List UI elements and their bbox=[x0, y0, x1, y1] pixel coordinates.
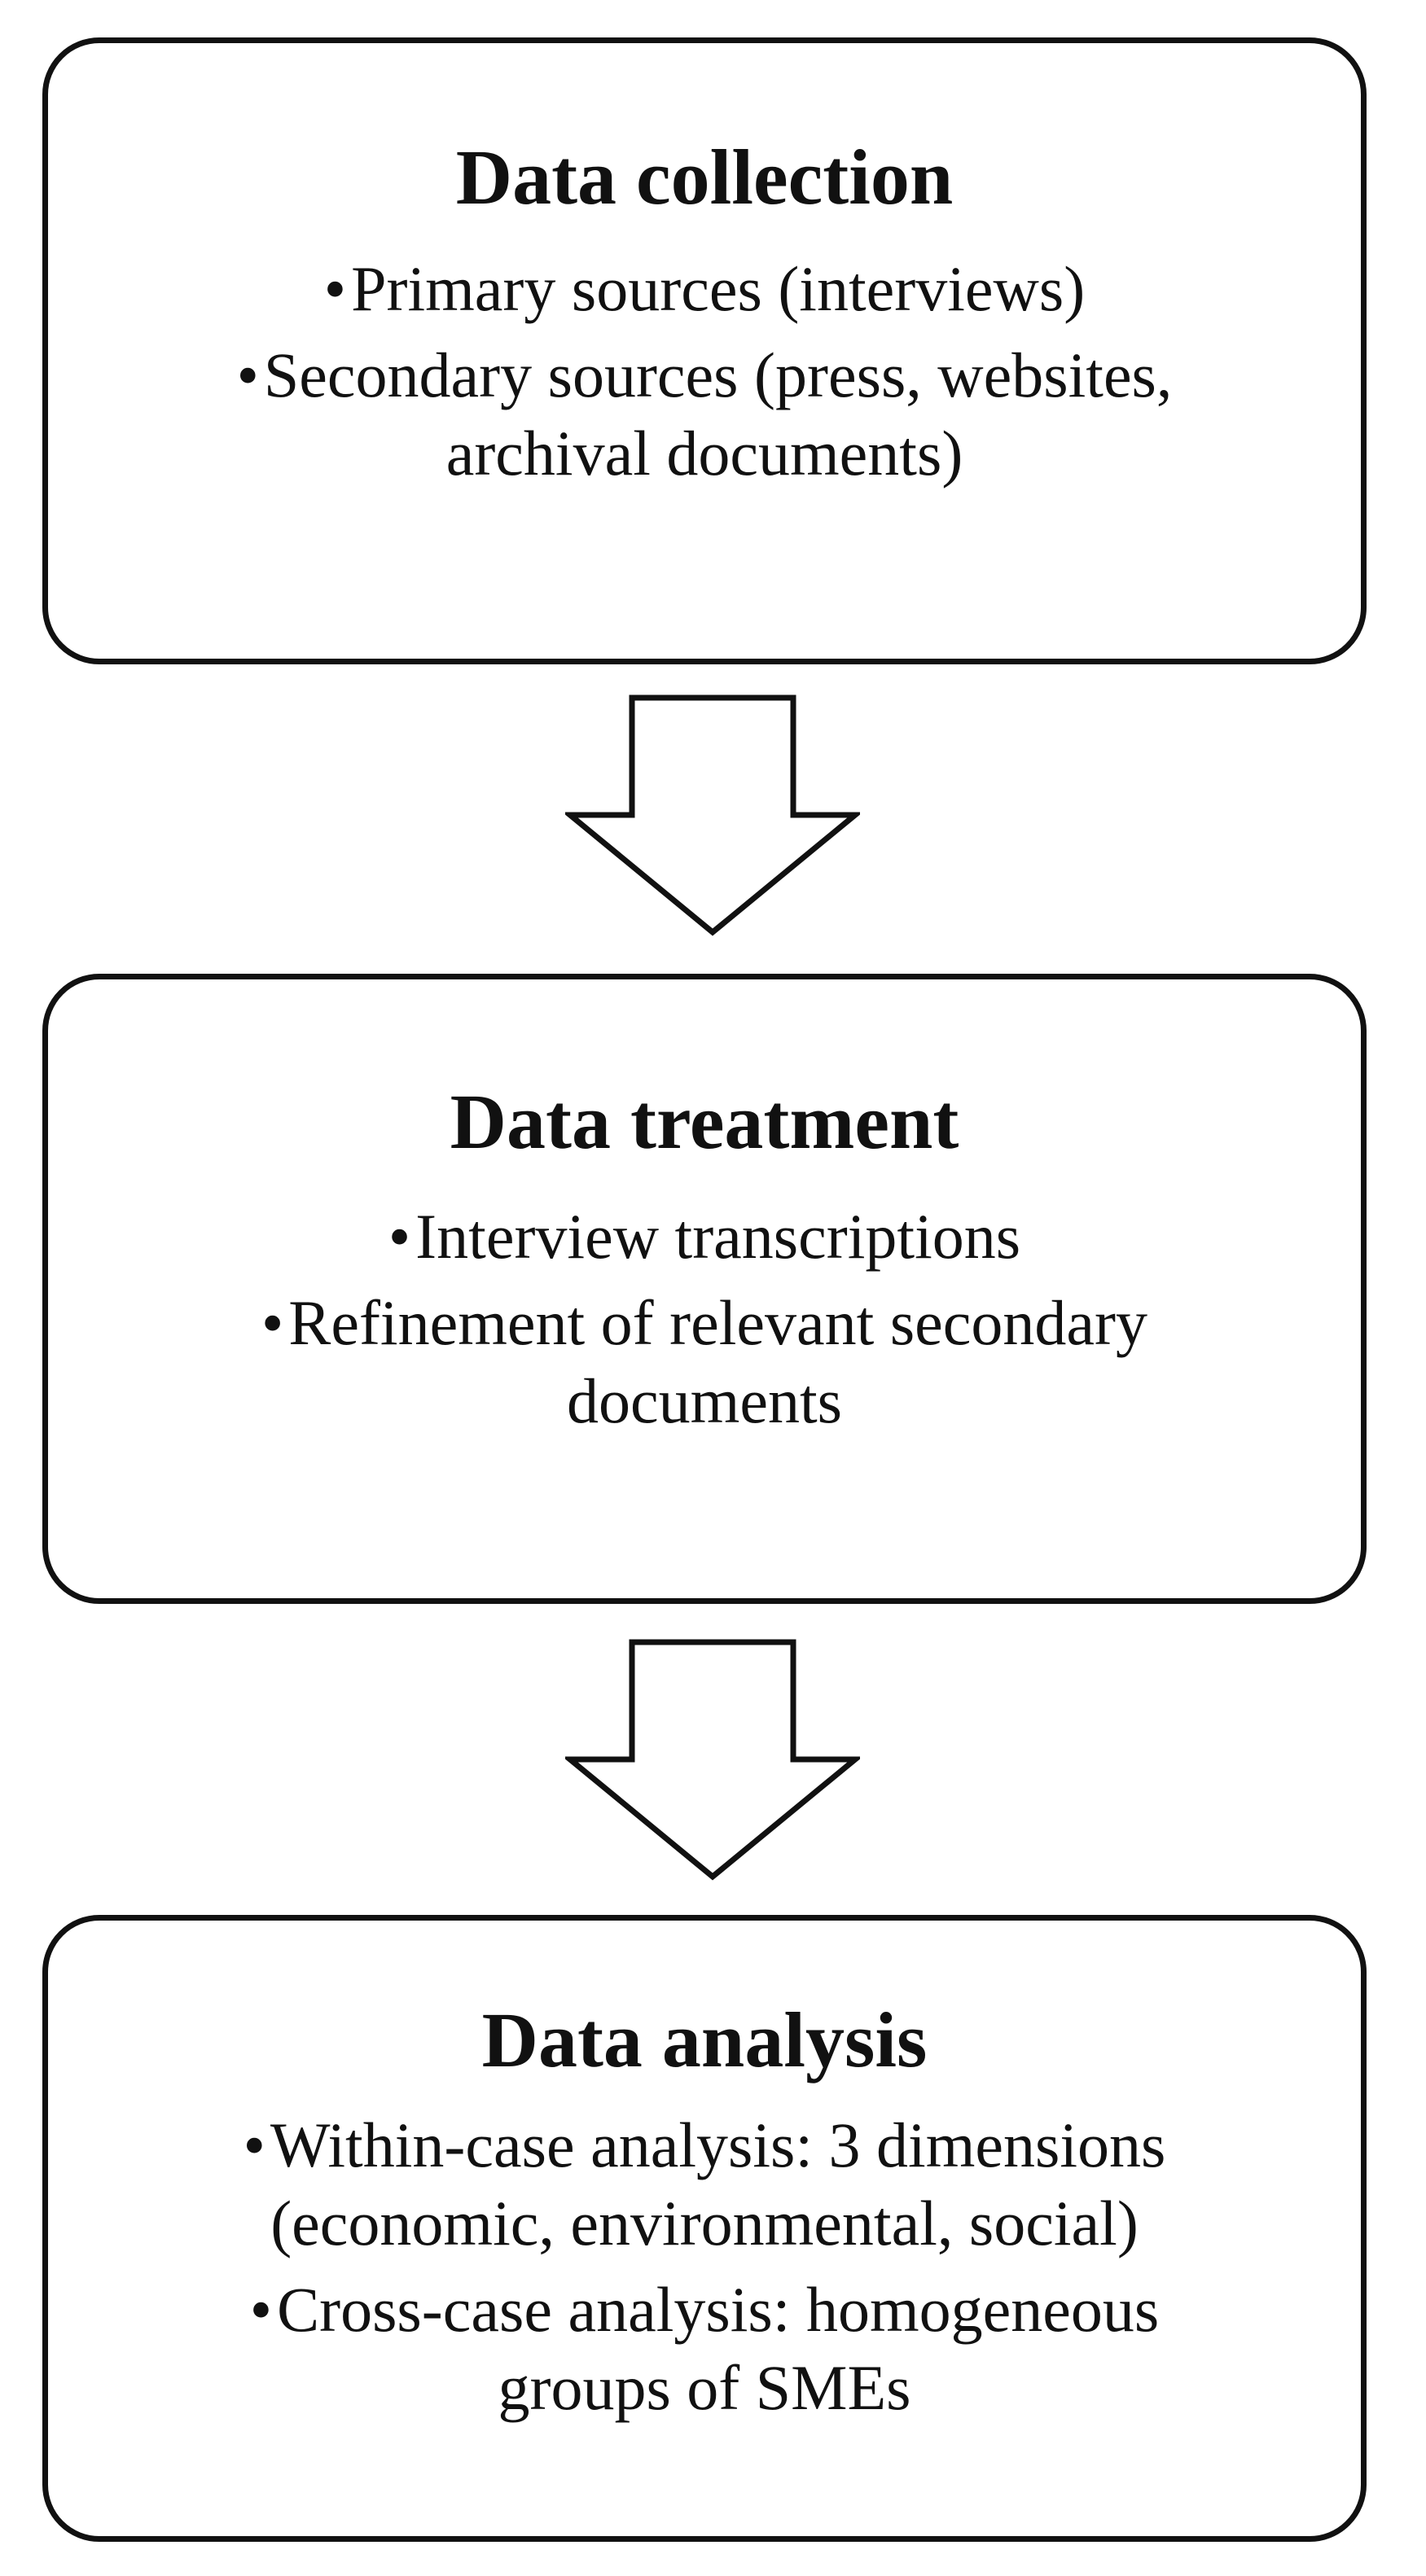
stage-item-list: Interview transcriptions Refinement of r… bbox=[48, 1198, 1361, 1440]
stage-item-text-continued: groups of SMEs bbox=[498, 2352, 911, 2423]
stage-item-text: Within-case analysis: 3 dimensions bbox=[270, 2109, 1166, 2180]
stage-item-text-continued: archival documents) bbox=[445, 418, 963, 488]
bullet-icon bbox=[237, 340, 264, 410]
stage-item-list: Primary sources (interviews) Secondary s… bbox=[48, 250, 1361, 493]
stage-title: Data collection bbox=[455, 134, 954, 221]
stage-item-text-continued: (economic, environmental, social) bbox=[270, 2188, 1139, 2258]
stage-item-text: Refinement of relevant secondary bbox=[288, 1287, 1148, 1358]
stage-title: Data analysis bbox=[481, 1996, 928, 2083]
stage-title: Data treatment bbox=[450, 1078, 959, 1165]
stage-item: Refinement of relevant secondary documen… bbox=[48, 1284, 1361, 1440]
bullet-icon bbox=[324, 253, 351, 324]
stage-item: Secondary sources (press, websites, arch… bbox=[48, 336, 1361, 493]
stage-item: Interview transcriptions bbox=[48, 1198, 1361, 1276]
stage-box-data-collection: Data collection Primary sources (intervi… bbox=[42, 37, 1367, 664]
bullet-icon bbox=[388, 1201, 415, 1272]
stage-item: Within-case analysis: 3 dimensions (econ… bbox=[48, 2106, 1361, 2263]
bullet-icon bbox=[244, 2109, 270, 2180]
bullet-icon bbox=[250, 2274, 277, 2345]
down-arrow-icon bbox=[565, 694, 860, 936]
stage-item: Primary sources (interviews) bbox=[48, 250, 1361, 328]
stage-box-data-treatment: Data treatment Interview transcriptions … bbox=[42, 974, 1367, 1604]
stage-box-data-analysis: Data analysis Within-case analysis: 3 di… bbox=[42, 1915, 1367, 2542]
stage-item-list: Within-case analysis: 3 dimensions (econ… bbox=[48, 2106, 1361, 2427]
stage-item-text-continued: documents bbox=[567, 1365, 842, 1436]
stage-item-text: Secondary sources (press, websites, bbox=[263, 340, 1173, 410]
down-arrow-icon bbox=[565, 1639, 860, 1881]
stage-item-text: Interview transcriptions bbox=[415, 1201, 1021, 1272]
bullet-icon bbox=[261, 1287, 288, 1358]
stage-item-text: Cross-case analysis: homogeneous bbox=[277, 2274, 1160, 2345]
stage-item-text: Primary sources (interviews) bbox=[351, 253, 1086, 324]
stage-item: Cross-case analysis: homogeneous groups … bbox=[48, 2271, 1361, 2427]
